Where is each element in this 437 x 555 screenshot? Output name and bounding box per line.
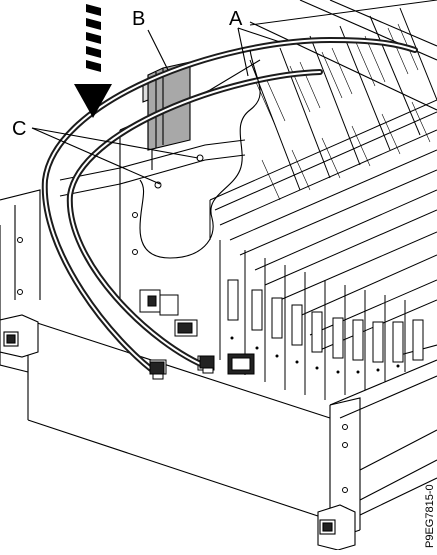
callout-b: B xyxy=(132,8,145,30)
callout-c: C xyxy=(12,118,26,140)
right-latch xyxy=(317,504,356,551)
server-chassis xyxy=(0,0,437,541)
leader-lines xyxy=(31,27,281,185)
slot-dots xyxy=(230,336,400,374)
slot-connectors xyxy=(227,279,424,363)
guide-rail xyxy=(59,139,246,197)
callout-a: A xyxy=(229,8,243,30)
insert-direction-arrow-icon xyxy=(74,4,112,118)
cutaway-outline xyxy=(139,49,261,259)
rail-screws xyxy=(154,154,204,189)
cables xyxy=(41,36,418,379)
left-latch xyxy=(0,314,39,358)
card-cage xyxy=(209,0,437,400)
figure-id: P9EG7815-0 xyxy=(424,484,436,548)
cable-connectors xyxy=(149,355,215,380)
